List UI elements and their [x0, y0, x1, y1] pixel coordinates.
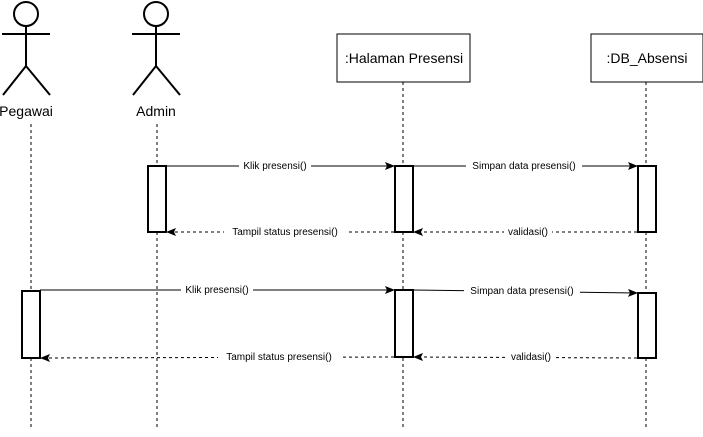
admin-activation-bar	[147, 165, 167, 233]
db-activation-bar-1	[637, 165, 657, 233]
db-activation-bar-2	[637, 292, 657, 359]
halaman-activation-bar-2	[394, 289, 414, 358]
message-klik-presensi-2: Klik presensi()	[40, 283, 395, 296]
admin-label: Admin	[136, 103, 176, 119]
pegawai-activation-bar	[21, 290, 41, 359]
message-klik-presensi-1: Klik presensi()	[166, 159, 395, 172]
message-simpan-data-presensi-2: Simpan data presensi()	[412, 284, 638, 297]
message-arrow	[413, 353, 638, 362]
halaman-activation-bar-1	[394, 165, 414, 233]
message-tampil-status-presensi-1: Tampil status presensi()	[166, 225, 394, 238]
actor-pegawai: Pegawai	[0, 1, 53, 428]
halaman-presensi-label: :Halaman Presensi	[345, 50, 463, 66]
object-db-absensi: :DB_Absensi	[590, 33, 703, 428]
message-label: Simpan data presensi()	[472, 161, 575, 172]
message-label: validasi()	[511, 352, 551, 363]
message-label: validasi()	[508, 227, 548, 238]
db-absensi-label: :DB_Absensi	[607, 50, 688, 66]
message-validasi-2: validasi()	[413, 350, 638, 363]
message-label: Tampil status presensi()	[226, 352, 332, 363]
message-label: Simpan data presensi()	[470, 286, 573, 297]
message-arrow	[40, 353, 395, 362]
message-validasi-1: validasi()	[413, 225, 637, 238]
message-label: Klik presensi()	[243, 161, 306, 172]
message-simpan-data-presensi-1: Simpan data presensi()	[413, 159, 638, 172]
halaman-presensi-box	[336, 33, 471, 83]
message-tampil-status-presensi-2: Tampil status presensi()	[40, 350, 395, 363]
object-halaman-presensi: :Halaman Presensi	[336, 33, 471, 428]
pegawai-stick-figure-icon	[2, 1, 51, 96]
db-absensi-box	[590, 33, 703, 83]
pegawai-label: Pegawai	[0, 103, 53, 119]
message-label: Tampil status presensi()	[232, 227, 338, 238]
message-label: Klik presensi()	[185, 285, 248, 296]
admin-stick-figure-icon	[132, 1, 181, 96]
